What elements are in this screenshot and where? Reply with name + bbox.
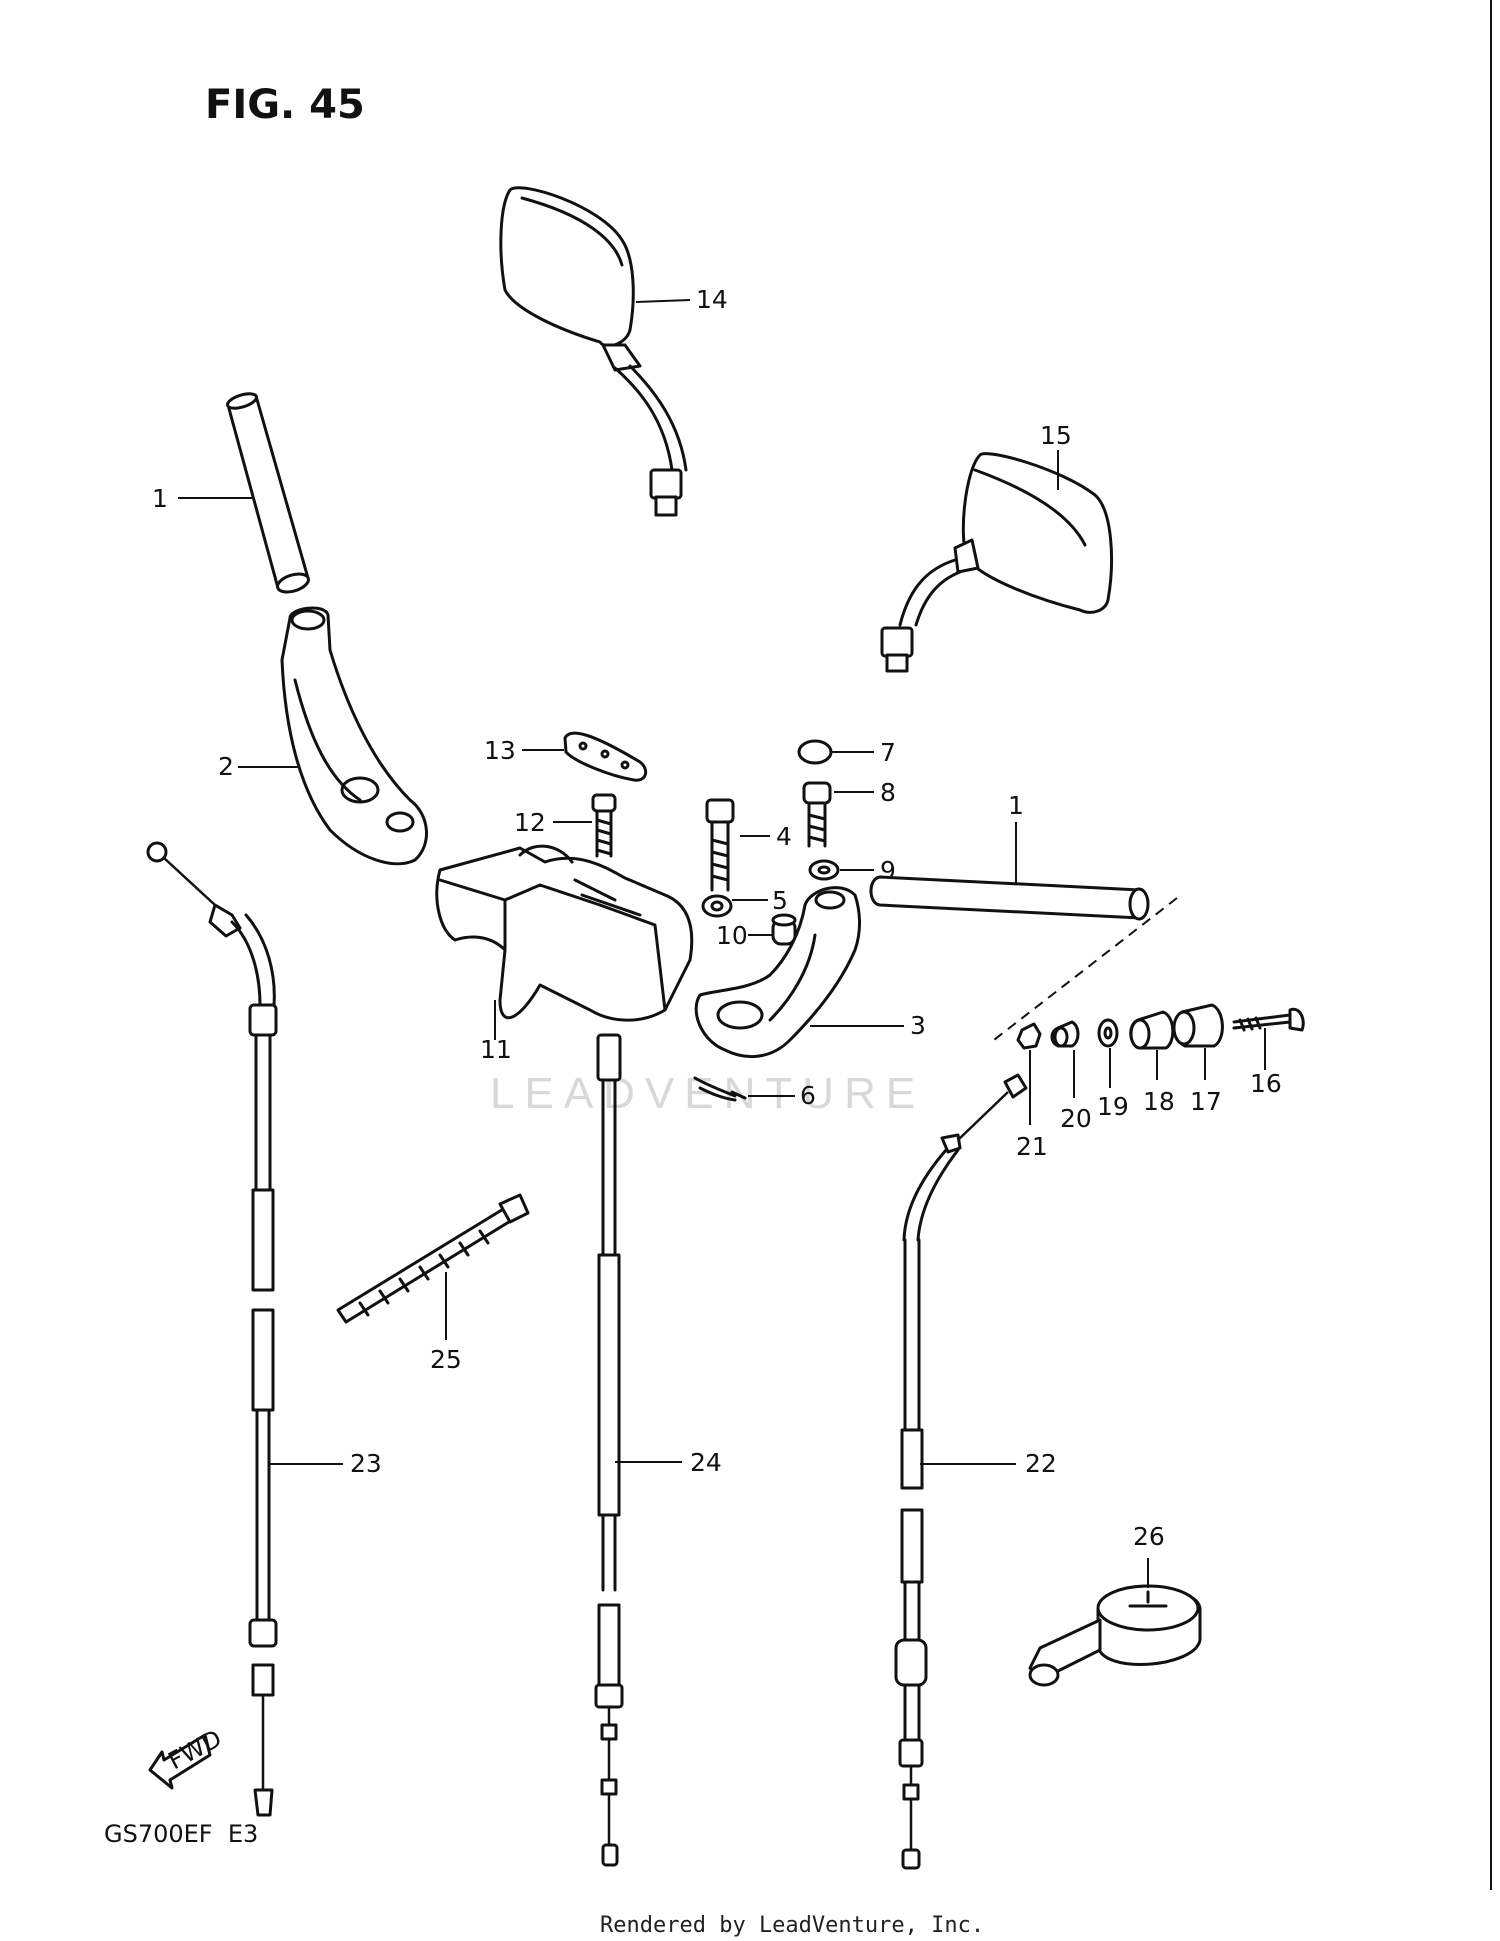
callout-2: 2 — [218, 752, 234, 781]
leader-14 — [635, 299, 691, 303]
assembly-line — [989, 897, 1178, 1044]
callout-4: 4 — [776, 822, 792, 851]
callout-10: 10 — [716, 921, 748, 950]
callout-6: 6 — [800, 1081, 816, 1110]
callout-18: 18 — [1143, 1087, 1175, 1116]
callout-5: 5 — [772, 886, 788, 915]
part-3-bracket-right — [694, 886, 861, 1059]
callout-26: 26 — [1133, 1522, 1165, 1551]
watermark: LEADVENTURE — [490, 1069, 925, 1118]
part-12-bolt — [591, 793, 617, 858]
part-19-washer — [1097, 1018, 1119, 1048]
callout-12: 12 — [514, 808, 546, 837]
part-9-washer — [808, 859, 840, 881]
model-code: GS700EF E3 — [104, 1820, 258, 1848]
part-10-grommet — [771, 913, 797, 946]
callout-22: 22 — [1025, 1449, 1057, 1478]
callout-11: 11 — [480, 1035, 512, 1064]
fwd-label: FWD — [164, 1724, 227, 1775]
callout-20: 20 — [1060, 1104, 1092, 1133]
callout-25: 25 — [430, 1345, 462, 1374]
part-23-cable — [146, 841, 278, 1817]
part-21-nut — [1016, 1022, 1042, 1050]
part-13-emblem — [563, 731, 648, 782]
figure-title: FIG. 45 — [205, 82, 365, 128]
part-1-handlebar-right — [869, 875, 1150, 921]
callout-17: 17 — [1190, 1087, 1222, 1116]
part-25-cable-tie — [336, 1193, 530, 1324]
part-18-rubber — [1129, 1010, 1175, 1050]
part-6-clip — [693, 1076, 747, 1102]
callout-13: 13 — [484, 736, 516, 765]
footer-credit: Rendered by LeadVenture, Inc. — [600, 1913, 984, 1938]
callout-16: 16 — [1250, 1069, 1282, 1098]
callout-3: 3 — [910, 1011, 926, 1040]
part-1-handlebar-left — [226, 392, 310, 594]
callout-1a: 1 — [152, 484, 168, 513]
part-8-bolt — [802, 781, 832, 848]
part-15-mirror-right — [880, 452, 1113, 673]
part-20-collar — [1050, 1020, 1080, 1048]
callout-21: 21 — [1016, 1132, 1048, 1161]
callout-14: 14 — [696, 285, 728, 314]
part-2-bracket-left — [280, 606, 428, 866]
callout-23: 23 — [350, 1449, 382, 1478]
callout-15: 15 — [1040, 421, 1072, 450]
part-4-bolt — [705, 798, 735, 892]
callout-24: 24 — [690, 1448, 722, 1477]
part-7-cap — [797, 739, 833, 765]
fwd-arrow-icon: FWD — [148, 1724, 227, 1790]
part-22-cable — [894, 1073, 1028, 1870]
part-11-top-bridge — [435, 844, 694, 1022]
part-24-cable — [594, 1033, 624, 1867]
part-26-switch — [1028, 1584, 1202, 1687]
part-16-screw — [1232, 1007, 1305, 1032]
callout-7: 7 — [880, 738, 896, 767]
callout-1b: 1 — [1008, 791, 1024, 820]
part-17-weight — [1172, 1003, 1224, 1048]
callout-8: 8 — [880, 778, 896, 807]
callout-19: 19 — [1097, 1092, 1129, 1121]
part-5-washer — [701, 894, 733, 918]
part-14-mirror-left — [499, 186, 688, 517]
